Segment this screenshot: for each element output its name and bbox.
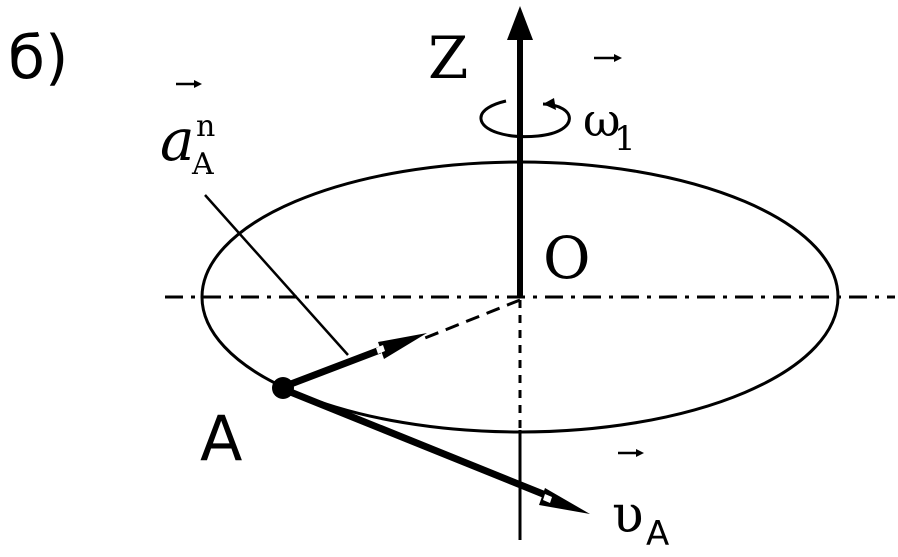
omega-symbol: ω: [583, 93, 621, 147]
z-axis-label: Z: [428, 24, 468, 92]
accel-symbol: a: [160, 106, 195, 174]
accel-superscript: n: [196, 109, 215, 144]
accel-leader-line: [204, 194, 349, 356]
omega-vector-head: [614, 54, 622, 62]
rotation-arc: [479, 99, 571, 139]
rotation-arrow-head: [543, 98, 556, 110]
panel-label: б): [8, 23, 68, 93]
velocity-arrow-notch: [543, 494, 552, 503]
point-a-label: A: [200, 402, 242, 475]
velocity-vector-shaft: [281, 385, 550, 500]
velocity-vector-head: [636, 449, 644, 457]
velocity-vector-arrowhead: [539, 488, 590, 514]
radius-dashed: [419, 298, 521, 342]
accel-arrow-notch: [376, 345, 385, 354]
accel-vector-arrowhead: [378, 333, 427, 359]
accel-vector-shaft: [281, 346, 382, 391]
accel-vector-head: [194, 80, 202, 88]
velocity-symbol: υ: [612, 485, 644, 545]
accel-subscript: A: [191, 147, 214, 182]
center-label: O: [543, 224, 591, 292]
velocity-subscript: A: [646, 514, 669, 554]
omega-subscript: 1: [614, 119, 636, 159]
z-axis-arrowhead: [507, 6, 533, 40]
point-a-dot: [272, 377, 294, 399]
